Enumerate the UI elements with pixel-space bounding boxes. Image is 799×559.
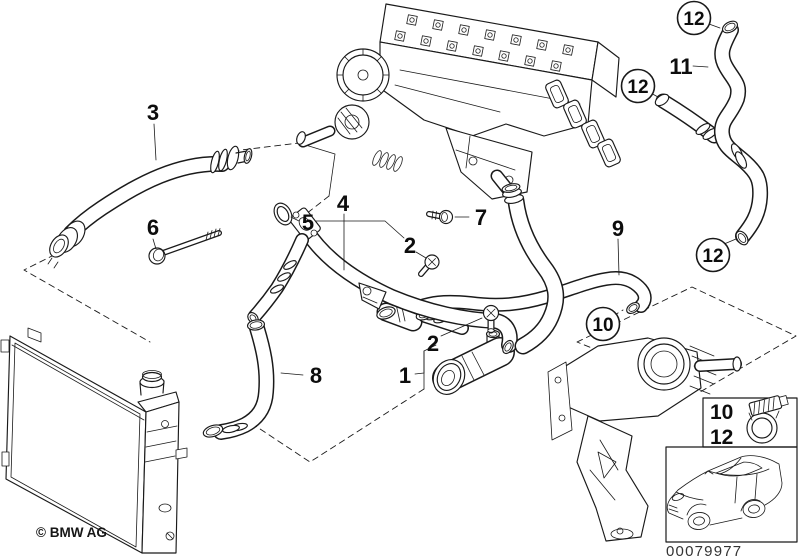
car-icon — [666, 455, 783, 530]
intake-port-flanges — [545, 79, 621, 168]
bleed-screw — [161, 420, 169, 428]
filler-cap — [139, 370, 165, 396]
pulley-damper — [334, 104, 370, 140]
bmw-copyright: © BMW AG — [36, 525, 107, 540]
callout-2-lower[interactable]: 2 — [427, 331, 439, 356]
callout-1[interactable]: 1 — [399, 363, 411, 388]
radiator-mount-tab — [0, 339, 10, 353]
callout-10-circled[interactable]: 10 — [585, 306, 621, 342]
pipe-bracket — [358, 282, 387, 310]
callout-12-top[interactable]: 12 — [676, 0, 712, 36]
hose-3-drawing — [47, 145, 253, 269]
screw-2a-drawing — [418, 254, 440, 277]
svg-text:12: 12 — [683, 9, 704, 30]
engine-pipe-stub-opening — [296, 131, 306, 145]
hose-3-engine-end — [243, 148, 253, 164]
head-stud-bosses — [394, 14, 574, 72]
hose-clamp-icon — [746, 395, 789, 444]
svg-text:12: 12 — [627, 77, 648, 98]
screw-2b-drawing — [482, 304, 500, 334]
engine-down-hose-drawing — [501, 183, 555, 346]
water-pipe-4-drawing — [247, 207, 516, 355]
o-ring-5-drawing — [273, 202, 293, 226]
expansion-tank — [137, 370, 188, 554]
hose-9-end-fitting — [376, 306, 396, 320]
diagram-part-number: 00079977 — [666, 543, 742, 559]
bolt-7-drawing — [429, 209, 454, 225]
callout-12-bottom[interactable]: 12 — [695, 237, 731, 273]
vehicle-thumbnail-box — [665, 446, 798, 543]
callout-7[interactable]: 7 — [475, 205, 487, 230]
callout-6[interactable]: 6 — [147, 215, 159, 240]
callout-leader-lines — [152, 23, 737, 390]
hose-11-drawing — [654, 20, 760, 246]
callout-5[interactable]: 5 — [302, 210, 314, 235]
hose-3-quick-connector — [47, 220, 86, 269]
radiator-drawing — [0, 327, 188, 554]
legend-clamp-box: 10 12 — [702, 395, 798, 449]
callout-3[interactable]: 3 — [147, 100, 159, 125]
hose-8-drawing — [202, 319, 267, 439]
callout-4[interactable]: 4 — [337, 191, 350, 216]
thermostat-flange — [336, 48, 390, 102]
legend-row-10: 10 — [710, 401, 733, 424]
assembly-guide-lines — [23, 142, 797, 463]
hose-9-drawing — [376, 278, 645, 322]
callout-12-left[interactable]: 12 — [620, 68, 656, 104]
callout-9[interactable]: 9 — [612, 216, 624, 241]
legend-row-12: 12 — [710, 426, 733, 449]
svg-text:10: 10 — [592, 315, 613, 336]
bellows-detail — [372, 150, 403, 172]
svg-text:12: 12 — [702, 246, 723, 267]
throttle-bore — [637, 337, 691, 391]
callout-8[interactable]: 8 — [310, 363, 322, 388]
bolt-6-drawing — [148, 228, 220, 265]
engine-cylinder-head-drawing — [296, 3, 621, 199]
callout-2-upper[interactable]: 2 — [404, 233, 416, 258]
throttle-bracket — [576, 415, 649, 542]
throttle-body-drawing — [547, 337, 741, 542]
callout-11[interactable]: 11 — [669, 54, 692, 79]
